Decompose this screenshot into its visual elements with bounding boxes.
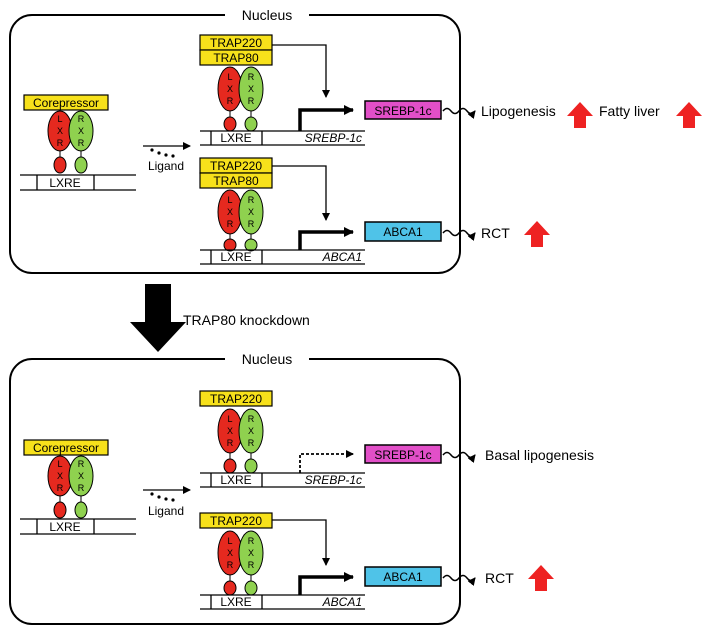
abca1-unit-bottom: TRAP220 L X R R X R LXRE ABCA1 ABCA1	[199, 512, 442, 610]
svg-text:X: X	[227, 426, 233, 436]
svg-text:X: X	[78, 471, 84, 481]
wavy-arrow-icon	[442, 451, 476, 463]
svg-text:TRAP220: TRAP220	[210, 392, 262, 406]
svg-text:R: R	[248, 72, 255, 82]
srebp-product-bottom	[364, 444, 442, 464]
red-up-arrow-icon	[524, 221, 550, 247]
svg-text:X: X	[57, 471, 63, 481]
svg-text:X: X	[248, 207, 254, 217]
svg-text:R: R	[227, 438, 234, 448]
trap80-label: TRAP80	[213, 51, 259, 65]
gene-srebp-top: SREBP-1c	[305, 131, 362, 145]
svg-text:R: R	[57, 138, 64, 148]
svg-text:ABCA1: ABCA1	[383, 570, 423, 584]
svg-text:R: R	[248, 560, 255, 570]
ligand-label-bottom: Ligand	[148, 504, 184, 518]
outcome-basal-lipogenesis: Basal lipogenesis	[485, 447, 594, 463]
svg-text:LXRE: LXRE	[220, 473, 251, 487]
svg-text:LXRE: LXRE	[220, 250, 251, 264]
inactive-complex-bottom: Corepressor LXRE L X R R X R	[20, 439, 136, 535]
nucleus-label-top: Nucleus	[242, 7, 293, 23]
wavy-arrow-icon	[442, 107, 476, 119]
svg-text:R: R	[78, 483, 85, 493]
srebp-unit-top: TRAP220 TRAP80 L X R R X R LXRE SREBP-1c…	[199, 34, 442, 146]
svg-text:L: L	[227, 72, 232, 82]
svg-text:R: R	[248, 219, 255, 229]
svg-text:LXRE: LXRE	[220, 595, 251, 609]
outcome-lipogenesis: Lipogenesis	[481, 103, 556, 119]
svg-text:L: L	[227, 536, 232, 546]
red-up-arrow-icon	[528, 565, 554, 591]
abca1-product-top	[364, 221, 442, 242]
svg-text:R: R	[248, 414, 255, 424]
svg-text:R: R	[248, 195, 255, 205]
corepressor-label: Corepressor	[33, 96, 99, 110]
nucleus-label-bottom: Nucleus	[242, 351, 293, 367]
svg-text:L: L	[57, 114, 62, 124]
svg-text:R: R	[248, 438, 255, 448]
ligand-dots-icon	[150, 148, 175, 158]
corepressor-box	[23, 94, 109, 111]
svg-text:R: R	[78, 114, 85, 124]
svg-text:R: R	[227, 560, 234, 570]
svg-text:X: X	[248, 426, 254, 436]
red-up-arrow-icon	[676, 102, 702, 128]
svg-text:L: L	[227, 414, 232, 424]
svg-text:SREBP-1c: SREBP-1c	[374, 448, 431, 462]
gene-srebp-bottom: SREBP-1c	[305, 473, 362, 487]
svg-text:X: X	[227, 207, 233, 217]
inactive-complex-top: Corepressor LXRE L X R R X R	[20, 94, 136, 191]
ligand-label: Ligand	[148, 159, 184, 173]
abca1-product-bottom	[364, 566, 442, 587]
svg-text:LXRE: LXRE	[220, 131, 251, 145]
ligand-dots-icon	[150, 492, 175, 502]
svg-text:X: X	[227, 548, 233, 558]
svg-text:R: R	[57, 483, 64, 493]
wavy-arrow-icon	[442, 229, 476, 241]
svg-text:ABCA1: ABCA1	[383, 225, 423, 239]
trap220-label: TRAP220	[210, 36, 262, 50]
svg-text:X: X	[57, 126, 63, 136]
down-arrow-icon	[130, 284, 186, 352]
svg-text:Corepressor: Corepressor	[33, 441, 99, 455]
abca1-unit-top: TRAP220 TRAP80 L X R R X R LXRE ABCA1 AB…	[199, 157, 442, 265]
outcomes-top: Lipogenesis Fatty liver RCT	[442, 102, 702, 247]
svg-text:SREBP-1c: SREBP-1c	[374, 104, 431, 118]
svg-text:X: X	[248, 548, 254, 558]
svg-text:L: L	[57, 459, 62, 469]
svg-text:R: R	[227, 96, 234, 106]
svg-text:R: R	[78, 459, 85, 469]
srebp-product-top	[364, 100, 442, 120]
lxre-label: LXRE	[49, 176, 80, 190]
gene-abca1-bottom: ABCA1	[322, 595, 362, 609]
gene-abca1-top: ABCA1	[322, 250, 362, 264]
red-up-arrow-icon	[567, 102, 593, 128]
svg-text:L: L	[227, 195, 232, 205]
svg-text:X: X	[248, 84, 254, 94]
svg-text:LXRE: LXRE	[49, 520, 80, 534]
outcomes-bottom: Basal lipogenesis RCT	[442, 447, 594, 591]
knockdown-label: TRAP80 knockdown	[183, 312, 310, 328]
svg-text:X: X	[78, 126, 84, 136]
outcome-rct-bottom: RCT	[485, 570, 514, 586]
svg-text:R: R	[227, 219, 234, 229]
svg-text:R: R	[78, 138, 85, 148]
svg-text:X: X	[227, 84, 233, 94]
svg-text:TRAP80: TRAP80	[213, 174, 259, 188]
outcome-fatty-liver: Fatty liver	[599, 103, 660, 119]
svg-text:R: R	[248, 536, 255, 546]
wavy-arrow-icon	[442, 574, 476, 586]
svg-text:TRAP220: TRAP220	[210, 159, 262, 173]
srebp-unit-bottom: TRAP220 L X R R X R LXRE SREBP-1c SREBP-…	[199, 390, 442, 488]
outcome-rct-top: RCT	[481, 225, 510, 241]
svg-text:R: R	[248, 96, 255, 106]
svg-text:TRAP220: TRAP220	[210, 514, 262, 528]
